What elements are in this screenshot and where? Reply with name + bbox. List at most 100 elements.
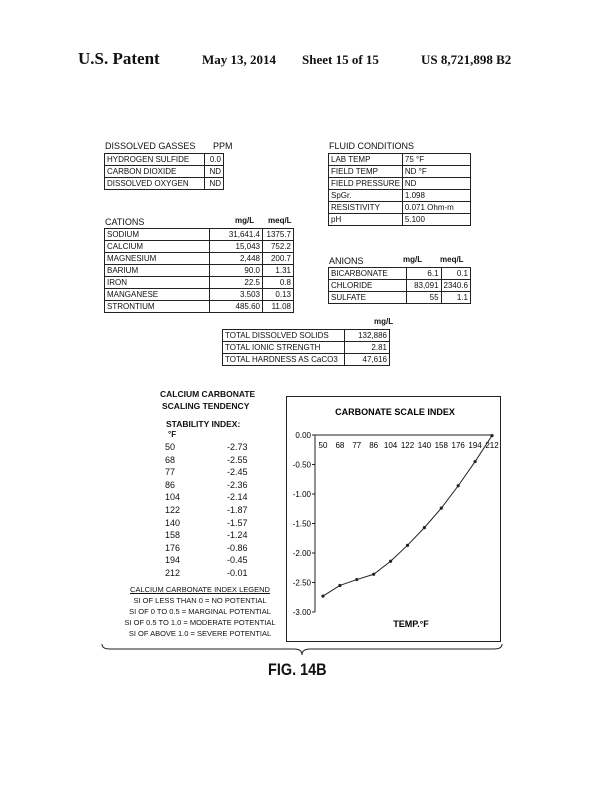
total-value: 132,886 <box>344 329 390 342</box>
si-value: -1.24 <box>227 530 248 541</box>
x-tick-label: 68 <box>335 441 344 450</box>
legend-title: CALCIUM CARBONATE INDEX LEGEND <box>130 585 270 594</box>
cations-unit-mg: mg/L <box>235 216 255 225</box>
anions-title: ANIONS <box>329 256 364 266</box>
data-point <box>355 577 359 582</box>
cation-mg: 15,043 <box>209 240 263 253</box>
x-tick-label: 86 <box>369 441 378 450</box>
chart-xlabel: TEMP.°F <box>393 619 429 629</box>
anion-mg: 55 <box>405 291 442 304</box>
total-name: TOTAL HARDNESS AS CaCO3 <box>222 353 345 366</box>
gas-name: DISSOLVED OXYGEN <box>104 177 205 190</box>
anion-meq: 1.1 <box>440 291 472 304</box>
si-value: -0.86 <box>227 542 248 553</box>
list-item: 77 -2.45 <box>165 466 265 479</box>
dissolved-gasses-title: DISSOLVED GASSES <box>105 141 196 151</box>
x-tick-label: 176 <box>452 441 466 450</box>
cation-name: IRON <box>104 276 210 289</box>
anions-unit-meq: meq/L <box>440 255 464 264</box>
list-item: 140 -1.57 <box>165 517 265 530</box>
cation-meq: 0.8 <box>262 276 294 289</box>
x-tick-label: 104 <box>384 441 398 450</box>
condition-value: ND <box>401 177 472 190</box>
data-point <box>439 506 443 510</box>
total-value: 47,616 <box>344 353 390 366</box>
legend-line: SI OF 0 TO 0.5 = MARGINAL POTENTIAL <box>129 607 271 616</box>
data-point <box>389 559 393 563</box>
condition-name: FIELD TEMP <box>328 165 403 178</box>
gas-name: CARBON DIOXIDE <box>104 165 205 178</box>
stability-index-list: 50-2.73 68-2.55 77-2.45 86-2.36 104-2.14… <box>165 441 265 580</box>
fluid-conditions-title: FLUID CONDITIONS <box>329 141 415 151</box>
si-value: -1.87 <box>227 504 248 515</box>
x-tick-label: 194 <box>468 441 482 450</box>
x-tick-label: 140 <box>418 441 432 450</box>
cation-mg: 90.0 <box>209 264 263 277</box>
si-temp: 86 <box>165 479 176 490</box>
gas-name: HYDROGEN SULFIDE <box>104 153 205 166</box>
y-tick-label: -3.00 <box>293 608 312 617</box>
condition-name: LAB TEMP <box>328 153 403 166</box>
cation-mg: 31,641.4 <box>209 228 263 241</box>
si-value: -2.73 <box>227 442 248 452</box>
list-item: 86 -2.36 <box>165 479 265 492</box>
cation-meq: 0.13 <box>262 288 294 301</box>
gas-value: ND <box>204 177 224 190</box>
y-tick-label: -2.00 <box>293 549 312 558</box>
si-value: -2.36 <box>227 479 248 490</box>
si-value: -2.14 <box>227 492 248 503</box>
totals-unit: mg/L <box>374 317 394 326</box>
legend-line: SI OF LESS THAN 0 = NO POTENTIAL <box>133 596 267 605</box>
list-item: 194-0.45 <box>165 554 265 567</box>
y-tick-label: -0.50 <box>293 461 312 470</box>
condition-value: 0.071 Ohm-m <box>401 201 472 214</box>
si-value: -2.55 <box>227 454 248 465</box>
cations-title: CATIONS <box>105 217 145 227</box>
stability-index-label: STABILITY INDEX: <box>166 419 241 429</box>
si-temp: 176 <box>165 542 181 553</box>
cation-name: STRONTIUM <box>104 300 210 313</box>
si-temp: 140 <box>165 517 181 528</box>
table-row: SpGr.1.098 <box>328 189 472 202</box>
anion-mg: 6.1 <box>405 267 442 280</box>
cations-unit-meq: meq/L <box>268 216 292 225</box>
si-temp: 212 <box>165 567 181 578</box>
y-axis: 0.00-0.50-1.00-1.50-2.00-2.50-3.00 <box>293 431 316 617</box>
condition-name: RESISTIVITY <box>328 201 403 214</box>
figure-label: FIG. 14B <box>268 660 327 679</box>
cation-name: MAGNESIUM <box>104 252 210 265</box>
scaling-title-1: CALCIUM CARBONATE <box>160 389 256 399</box>
x-tick-label: 50 <box>319 441 328 450</box>
condition-value: 5.100 <box>401 213 472 226</box>
legend-line: SI OF 0.5 TO 1.0 = MODERATE POTENTIAL <box>124 618 276 627</box>
si-value: -1.57 <box>227 517 248 528</box>
x-tick-label: 122 <box>401 441 415 450</box>
anion-meq: 0.1 <box>440 267 472 280</box>
data-point <box>372 572 376 576</box>
list-item: 68 -2.55 <box>165 454 265 467</box>
list-item: 50-2.73 <box>165 441 265 454</box>
index-legend: CALCIUM CARBONATE INDEX LEGEND SI OF LES… <box>100 584 300 639</box>
y-tick-label: 0.00 <box>295 431 311 440</box>
total-name: TOTAL IONIC STRENGTH <box>222 341 345 354</box>
si-temp: 68 <box>165 454 176 465</box>
si-value: -2.45 <box>227 467 248 478</box>
series-line <box>322 435 493 597</box>
data-point <box>473 459 477 464</box>
list-item: 158-1.24 <box>165 529 265 542</box>
cation-meq: 200.7 <box>262 252 294 265</box>
chart-series <box>321 433 494 598</box>
si-temp: 77 <box>165 467 176 478</box>
list-item: 212-0.01 <box>165 567 265 580</box>
